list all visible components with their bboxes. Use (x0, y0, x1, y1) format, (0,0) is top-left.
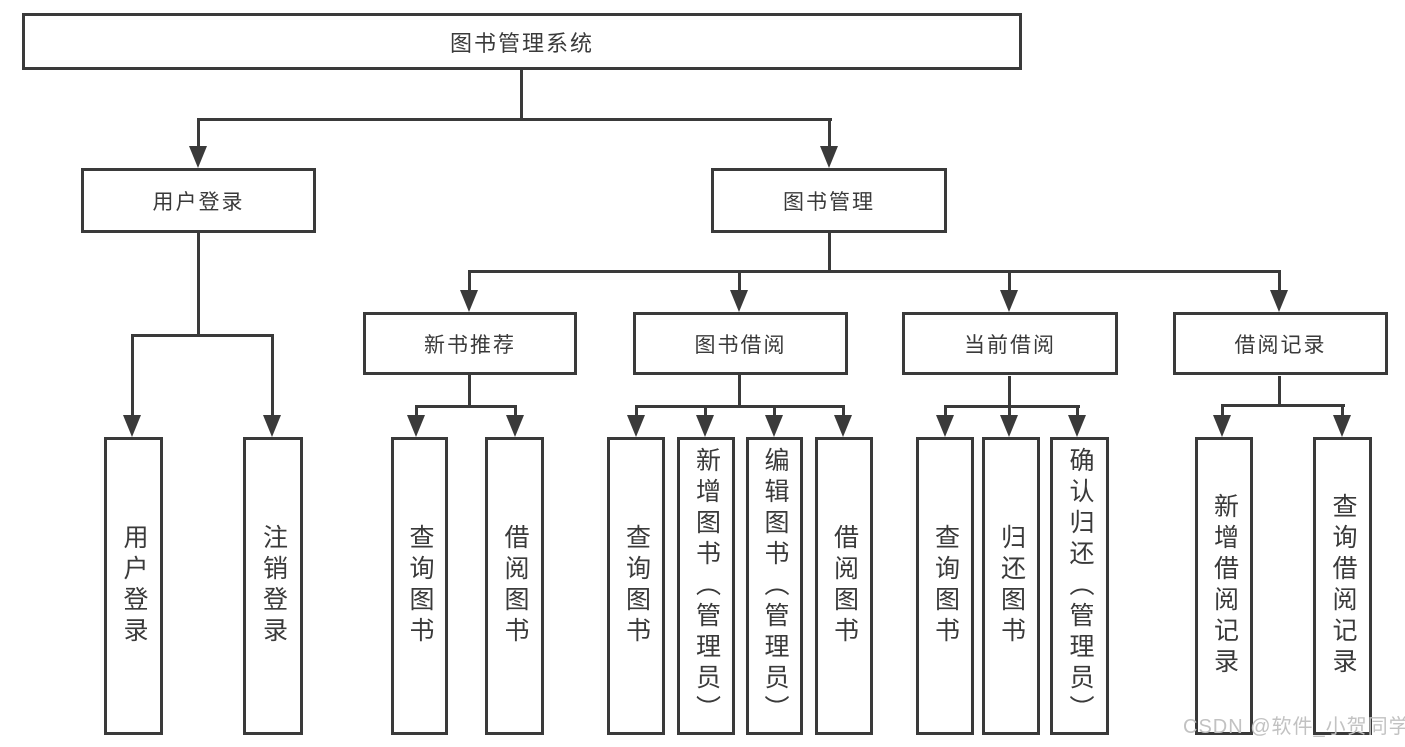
node-book-borrowing: 图书借阅 (633, 312, 848, 375)
node-bb-add-books-admin: 新增图书（管理员） (677, 437, 735, 735)
connector-line (1008, 405, 1011, 419)
connector-line (1221, 404, 1224, 419)
node-user-login-leaf: 用户登录 (104, 437, 163, 735)
node-label: 新增图书（管理员） (692, 446, 721, 726)
connector-line (944, 405, 1080, 408)
connector-line (1076, 405, 1079, 419)
connector-line (1008, 376, 1011, 408)
connector-line (1221, 404, 1345, 407)
node-library-system: 图书管理系统 (22, 13, 1022, 70)
arrow-head (407, 415, 425, 437)
node-br-query-record: 查询借阅记录 (1313, 437, 1372, 735)
node-label: 编辑图书（管理员） (761, 446, 789, 726)
connector-line (828, 118, 831, 150)
node-new-book-recommend: 新书推荐 (363, 312, 577, 375)
node-label: 查询图书 (931, 524, 960, 648)
arrow-head (1213, 415, 1231, 437)
node-label: 借阅图书 (501, 524, 529, 648)
node-bb-borrow-books: 借阅图书 (815, 437, 873, 735)
node-label: 借阅记录 (1234, 333, 1327, 357)
connector-line (842, 405, 845, 419)
node-label: 确认归还（管理员） (1066, 446, 1094, 726)
connector-line (131, 334, 274, 337)
arrow-head (730, 290, 748, 312)
arrow-head (936, 415, 954, 437)
node-label: 归还图书 (997, 524, 1026, 648)
arrow-head (1270, 290, 1288, 312)
node-label: 查询图书 (406, 524, 434, 648)
arrow-head (834, 415, 852, 437)
node-br-add-record: 新增借阅记录 (1195, 437, 1253, 735)
node-label: 图书管理系统 (449, 30, 594, 56)
connector-line (773, 405, 776, 419)
connector-line (415, 405, 517, 408)
node-label: 新增借阅记录 (1210, 493, 1239, 679)
connector-line (1278, 270, 1281, 294)
connector-line (468, 375, 471, 408)
connector-line (197, 118, 200, 150)
node-label: 图书管理 (783, 190, 875, 214)
node-label: 借阅图书 (830, 524, 859, 648)
connector-line (944, 405, 947, 419)
node-label: 用户登录 (120, 524, 148, 648)
connector-line (738, 270, 741, 294)
node-label: 新书推荐 (424, 333, 516, 357)
connector-line (1278, 376, 1281, 407)
connector-line (635, 405, 638, 419)
connector-line (197, 118, 832, 121)
arrow-head (506, 415, 524, 437)
arrow-head (627, 415, 645, 437)
node-borrowing-records: 借阅记录 (1173, 312, 1388, 375)
node-cb-return-books: 归还图书 (982, 437, 1040, 735)
connector-line (468, 270, 1281, 273)
node-bb-query-books: 查询图书 (607, 437, 665, 735)
node-current-borrowing: 当前借阅 (902, 312, 1118, 375)
connector-line (704, 405, 707, 419)
connector-line (1008, 270, 1011, 294)
connector-line (828, 233, 831, 273)
connector-line (468, 270, 471, 294)
connector-line (520, 70, 523, 120)
node-label: 用户登录 (152, 190, 245, 214)
arrow-head (263, 415, 281, 437)
connector-line (635, 405, 845, 408)
node-nb-query-books: 查询图书 (391, 437, 448, 735)
node-user-login: 用户登录 (81, 168, 316, 233)
connector-line (514, 405, 517, 419)
connector-line (1341, 404, 1344, 419)
node-label: 图书借阅 (694, 333, 787, 357)
node-book-management: 图书管理 (711, 168, 947, 233)
arrow-head (189, 146, 207, 168)
connector-line (738, 375, 741, 408)
arrow-head (1068, 415, 1086, 437)
node-label: 查询图书 (622, 524, 651, 648)
arrow-head (1000, 290, 1018, 312)
arrow-head (460, 290, 478, 312)
arrow-head (1000, 415, 1018, 437)
node-cb-confirm-return-admin: 确认归还（管理员） (1050, 437, 1109, 735)
arrow-head (1333, 415, 1351, 437)
node-cb-query-books: 查询图书 (916, 437, 974, 735)
connector-line (271, 334, 274, 419)
arrow-head (820, 146, 838, 168)
node-logout: 注销登录 (243, 437, 303, 735)
node-label: 注销登录 (259, 524, 288, 648)
watermark: CSDN @软件_小贺同学 (1183, 716, 1405, 738)
node-nb-borrow-books: 借阅图书 (485, 437, 544, 735)
node-label: 查询借阅记录 (1329, 493, 1357, 679)
connector-line (131, 334, 134, 419)
node-bb-edit-books-admin: 编辑图书（管理员） (746, 437, 803, 735)
connector-line (415, 405, 418, 419)
arrow-head (696, 415, 714, 437)
node-label: 当前借阅 (964, 333, 1056, 357)
connector-line (197, 233, 200, 337)
arrow-head (765, 415, 783, 437)
arrow-head (123, 415, 141, 437)
